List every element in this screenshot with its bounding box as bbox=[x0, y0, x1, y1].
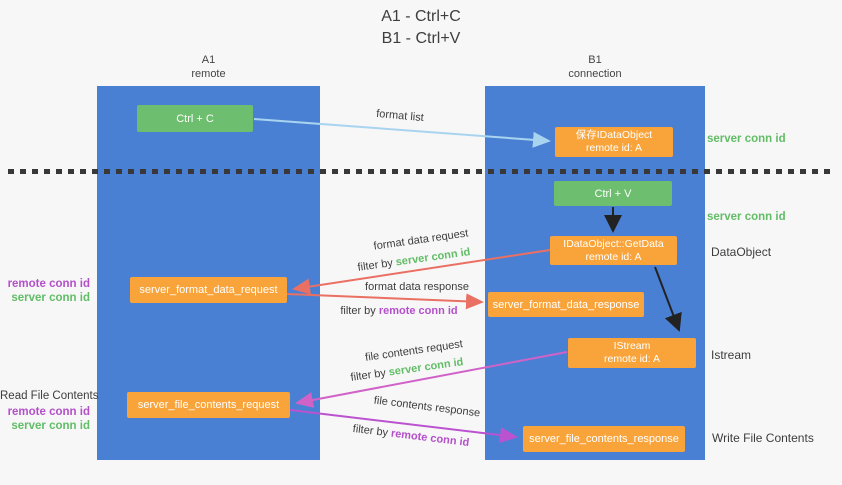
left-label-read-file-contents: Read File Contents bbox=[0, 390, 99, 402]
istream-line1: IStream bbox=[613, 340, 651, 352]
save-idataobject-line2: remote id: A bbox=[585, 142, 643, 154]
filter-prefix-text: filter by bbox=[349, 367, 387, 384]
server-format-data-request-box: server_format_data_request bbox=[130, 277, 287, 303]
lane-header-b1: B1 connection bbox=[485, 53, 705, 81]
right-label-write-file-contents: Write File Contents bbox=[712, 431, 814, 445]
filter-key-server-conn-id: server conn id bbox=[394, 246, 472, 269]
left-label-server-conn-id-format: server conn id bbox=[11, 292, 90, 304]
left-label-server-conn-id-file: server conn id bbox=[11, 420, 90, 432]
edge-label-format-list: format list bbox=[375, 107, 425, 125]
filter-key-remote-conn-id: remote conn id bbox=[378, 305, 458, 317]
right-label-istream: Istream bbox=[711, 348, 752, 362]
right-label-dataobject: DataObject bbox=[711, 245, 772, 259]
ctrl-v-box: Ctrl + V bbox=[554, 181, 672, 206]
lane-header-a1: A1 remote bbox=[97, 53, 320, 81]
lane-b1-name: B1 bbox=[588, 54, 602, 66]
save-idataobject-box: 保存IDataObject remote id: A bbox=[555, 127, 673, 157]
edge-label-file-contents-response: file contents response bbox=[373, 394, 481, 420]
left-label-remote-conn-id-format: remote conn id bbox=[7, 278, 90, 290]
idataobject-getdata-box: IDataObject::GetData remote id: A bbox=[550, 236, 677, 265]
filter-prefix-text: filter by bbox=[356, 257, 394, 274]
filter-key-server-conn-id: server conn id bbox=[387, 356, 465, 379]
lane-a1-role: remote bbox=[191, 68, 226, 80]
istream-box: IStream remote id: A bbox=[568, 338, 696, 368]
getdata-line2: remote id: A bbox=[585, 250, 642, 263]
right-label-server-conn-id-top: server conn id bbox=[707, 133, 786, 145]
server-file-contents-request-box: server_file_contents_request bbox=[127, 392, 290, 418]
lane-b1-role: connection bbox=[568, 68, 622, 80]
title-line-2: B1 - Ctrl+V bbox=[381, 30, 461, 47]
getdata-line1: IDataObject::GetData bbox=[563, 237, 664, 250]
save-idataobject-line1: 保存IDataObject bbox=[575, 129, 653, 141]
left-label-remote-conn-id-file: remote conn id bbox=[7, 406, 90, 418]
dotted-divider-line bbox=[8, 169, 836, 174]
filter-key-remote-conn-id: remote conn id bbox=[390, 427, 470, 450]
ctrl-c-box: Ctrl + C bbox=[137, 105, 253, 132]
server-format-data-response-box: server_format_data_response bbox=[488, 292, 644, 317]
filter-prefix-text: filter by bbox=[340, 305, 376, 317]
filter-prefix-text: filter by bbox=[352, 422, 389, 440]
title-line-1: A1 - Ctrl+C bbox=[381, 8, 461, 25]
lane-a1-name: A1 bbox=[201, 54, 216, 66]
istream-line2: remote id: A bbox=[603, 353, 661, 365]
diagram-title: A1 - Ctrl+C B1 - Ctrl+V bbox=[0, 6, 842, 50]
edge-label-format-data-response: format data response bbox=[365, 281, 469, 293]
right-label-server-conn-id-mid: server conn id bbox=[707, 211, 786, 223]
server-file-contents-response-box: server_file_contents_response bbox=[523, 426, 685, 452]
